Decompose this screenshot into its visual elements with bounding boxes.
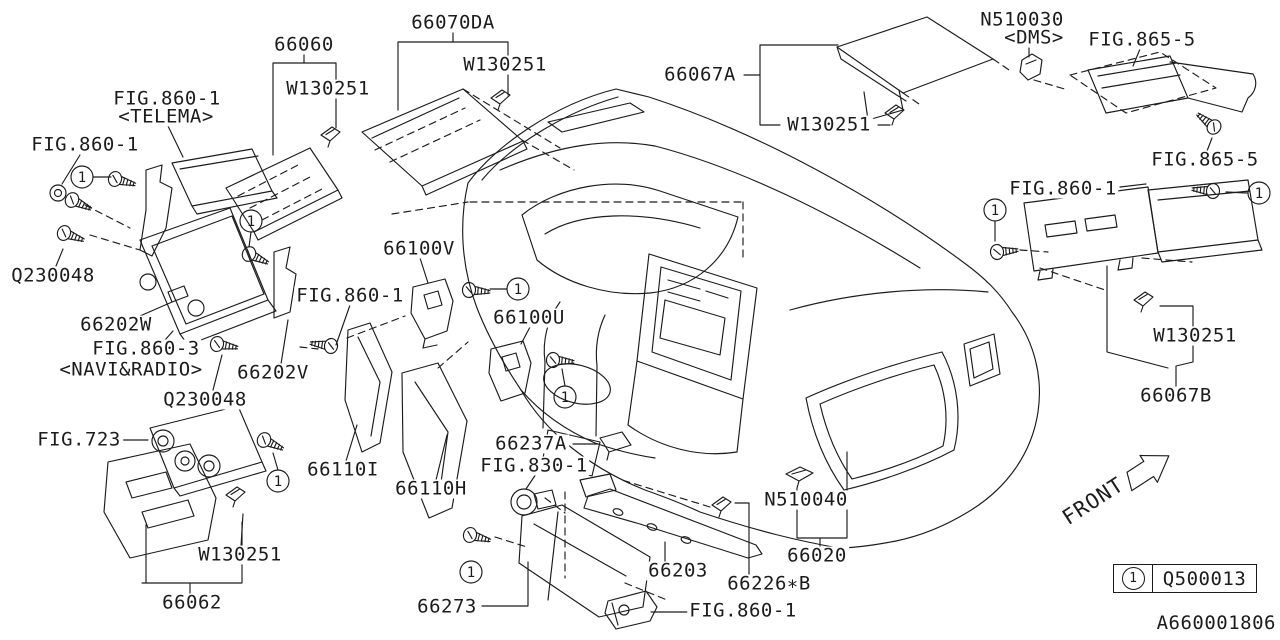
svg-text:1: 1 bbox=[561, 390, 569, 406]
callout-q230048-topleft: Q230048 bbox=[9, 264, 97, 287]
callout-66067A: 66067A bbox=[662, 63, 738, 86]
callout-66202V: 66202V bbox=[235, 361, 311, 384]
drawing-number: A660001806 bbox=[1156, 612, 1276, 634]
dms-clip-N510030 bbox=[1020, 54, 1042, 80]
callout-navi-radio: <NAVI&RADIO> bbox=[57, 358, 205, 381]
callout-fig860-1-mid: FIG.860-1 bbox=[294, 284, 406, 307]
clip-W130251-66062 bbox=[225, 486, 246, 508]
callout-66202W: 66202W bbox=[78, 313, 154, 336]
callout-66100V: 66100V bbox=[381, 237, 457, 260]
callout-n510030: N510030 bbox=[978, 8, 1066, 31]
index-marker-3: 1 bbox=[507, 278, 529, 300]
callout-66110H: 66110H bbox=[393, 477, 469, 500]
callout-66100U: 66100U bbox=[491, 306, 567, 329]
index-marker-4: 1 bbox=[554, 386, 576, 408]
unit-fig860-1-right bbox=[1148, 180, 1262, 262]
tray-66060 bbox=[226, 148, 342, 240]
front-arrow-icon bbox=[1118, 442, 1177, 496]
legend-part-number: Q500013 bbox=[1162, 567, 1247, 590]
index-marker-1: 1 bbox=[71, 166, 93, 188]
vent-66110H bbox=[402, 363, 467, 518]
callout-fig860-3: FIG.860-3 bbox=[90, 337, 202, 360]
bracket-66202V bbox=[274, 247, 296, 318]
screw-fasteners bbox=[49, 107, 1225, 549]
callout-66067B: 66067B bbox=[1138, 384, 1214, 407]
callout-dms: <DMS> bbox=[1002, 26, 1066, 49]
sensor-fig860-1-bottom bbox=[605, 591, 657, 629]
telematics-unit bbox=[172, 149, 277, 214]
frame-66273 bbox=[519, 474, 650, 617]
callout-fig865-5-top: FIG.865-5 bbox=[1086, 28, 1198, 51]
callout-66203: 66203 bbox=[646, 559, 710, 582]
callout-w130251-66070DA: W130251 bbox=[461, 53, 549, 76]
callout-q230048-mid: Q230048 bbox=[161, 388, 249, 411]
svg-text:1: 1 bbox=[1255, 186, 1263, 202]
svg-text:1: 1 bbox=[78, 170, 86, 186]
bracket-66100V bbox=[411, 279, 453, 348]
clip-W130251-66070DA bbox=[490, 89, 511, 111]
callout-fig860-1-topleft: FIG.860-1 bbox=[29, 133, 141, 156]
callout-66070DA: 66070DA bbox=[409, 11, 497, 34]
clip-W130251-66060 bbox=[320, 126, 341, 148]
panel-66062 bbox=[104, 444, 216, 558]
svg-text:1: 1 bbox=[247, 214, 255, 230]
clip-W130251-66067A bbox=[884, 104, 905, 126]
tray-66070DA bbox=[362, 89, 527, 195]
legend-index-cell: 1 bbox=[1114, 565, 1153, 592]
dashed-construction-lines bbox=[85, 52, 1216, 600]
callout-fig860-1-telema: FIG.860-1 bbox=[111, 87, 223, 110]
clip-W130251-right bbox=[1133, 291, 1154, 313]
svg-text:1: 1 bbox=[991, 203, 999, 219]
callout-66060: 66060 bbox=[272, 33, 336, 56]
bracket-66100U bbox=[489, 341, 531, 401]
connector-fig830-1 bbox=[511, 489, 556, 515]
pad-66067A bbox=[837, 17, 993, 120]
callout-fig860-1-bottom: FIG.860-1 bbox=[687, 599, 799, 622]
svg-text:1: 1 bbox=[514, 282, 522, 298]
climate-control-fig723 bbox=[150, 406, 266, 496]
vent-66110I bbox=[345, 323, 392, 452]
legend-index-marker: 1 bbox=[1121, 567, 1145, 590]
clip-N510040 bbox=[786, 467, 813, 488]
callout-66237A: 66237A bbox=[493, 432, 569, 455]
instrument-panel-body bbox=[463, 89, 1040, 548]
callout-66062: 66062 bbox=[160, 591, 224, 614]
clip-66226 bbox=[711, 496, 732, 518]
svg-text:1: 1 bbox=[467, 565, 475, 581]
beam-66203 bbox=[584, 489, 762, 558]
index-marker-7: 1 bbox=[984, 199, 1006, 221]
callout-66226B: 66226∗B bbox=[725, 572, 813, 595]
callout-66020: 66020 bbox=[785, 544, 849, 567]
index-marker-5: 1 bbox=[267, 470, 289, 492]
callout-w130251-66067A: W130251 bbox=[785, 113, 873, 136]
bracket-fig860-1-right bbox=[1024, 187, 1158, 280]
index-marker-2: 1 bbox=[240, 210, 262, 232]
part-66237A bbox=[600, 432, 631, 460]
unit-fig865-5 bbox=[1088, 56, 1256, 113]
callout-w130251-66060: W130251 bbox=[284, 77, 372, 100]
callout-fig830-1: FIG.830-1 bbox=[478, 454, 590, 477]
navi-radio-unit-66202W bbox=[140, 208, 276, 345]
callout-fig723: FIG.723 bbox=[35, 428, 123, 451]
callout-w130251-66062: W130251 bbox=[196, 543, 284, 566]
callout-66110I: 66110I bbox=[305, 458, 381, 481]
index-marker-8: 1 bbox=[1248, 182, 1270, 204]
callout-w130251-right: W130251 bbox=[1151, 324, 1239, 347]
svg-text:1: 1 bbox=[274, 474, 282, 490]
index-marker-6: 1 bbox=[460, 561, 482, 583]
callout-fig860-1-right: FIG.860-1 bbox=[1007, 177, 1119, 200]
callout-n510040: N510040 bbox=[762, 488, 850, 511]
callout-fig865-5-bottom: FIG.865-5 bbox=[1149, 148, 1261, 171]
callout-telema: <TELEMA> bbox=[116, 105, 216, 128]
legend-box: 1 Q500013 bbox=[1113, 564, 1257, 593]
bracket-66202-left bbox=[140, 165, 172, 256]
callout-66273: 66273 bbox=[415, 595, 479, 618]
